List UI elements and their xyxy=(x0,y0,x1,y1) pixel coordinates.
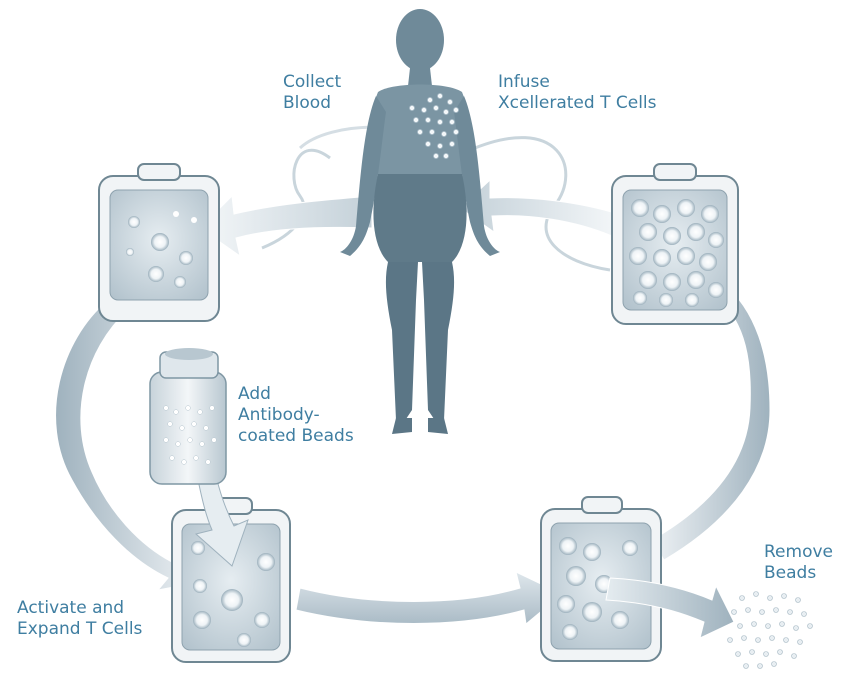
cycle-arrow-bottom xyxy=(296,572,562,624)
label-remove-beads: Remove Beads xyxy=(764,542,833,584)
tubing-left xyxy=(262,150,330,248)
label-activate-expand-line-1: Activate and xyxy=(17,598,142,619)
label-infuse: Infuse Xcellerated T Cells xyxy=(498,72,657,114)
label-activate-expand: Activate and Expand T Cells xyxy=(17,598,142,640)
arrow-to-collect-bag xyxy=(200,196,372,256)
label-remove-beads-line-1: Remove xyxy=(764,542,833,563)
label-add-beads-line-1: Add xyxy=(238,384,354,405)
patient-silhouette xyxy=(340,9,500,434)
blood-collection-bag xyxy=(99,164,219,321)
label-infuse-line-1: Infuse xyxy=(498,72,657,93)
label-collect-blood: Collect Blood xyxy=(283,72,341,114)
label-add-beads-line-2: Antibody- xyxy=(238,405,354,426)
label-infuse-line-2: Xcellerated T Cells xyxy=(498,93,657,114)
expanded-cells-bag xyxy=(612,164,738,324)
label-add-beads-line-3: coated Beads xyxy=(238,426,354,447)
label-collect-blood-line-1: Collect xyxy=(283,72,341,93)
label-remove-beads-line-2: Beads xyxy=(764,563,833,584)
bead-removal-bag xyxy=(541,497,661,661)
removed-beads-pile xyxy=(728,592,813,669)
label-activate-expand-line-2: Expand T Cells xyxy=(17,619,142,640)
label-collect-blood-line-2: Blood xyxy=(283,93,341,114)
label-add-beads: Add Antibody- coated Beads xyxy=(238,384,354,447)
antibody-bead-vial xyxy=(150,348,226,484)
